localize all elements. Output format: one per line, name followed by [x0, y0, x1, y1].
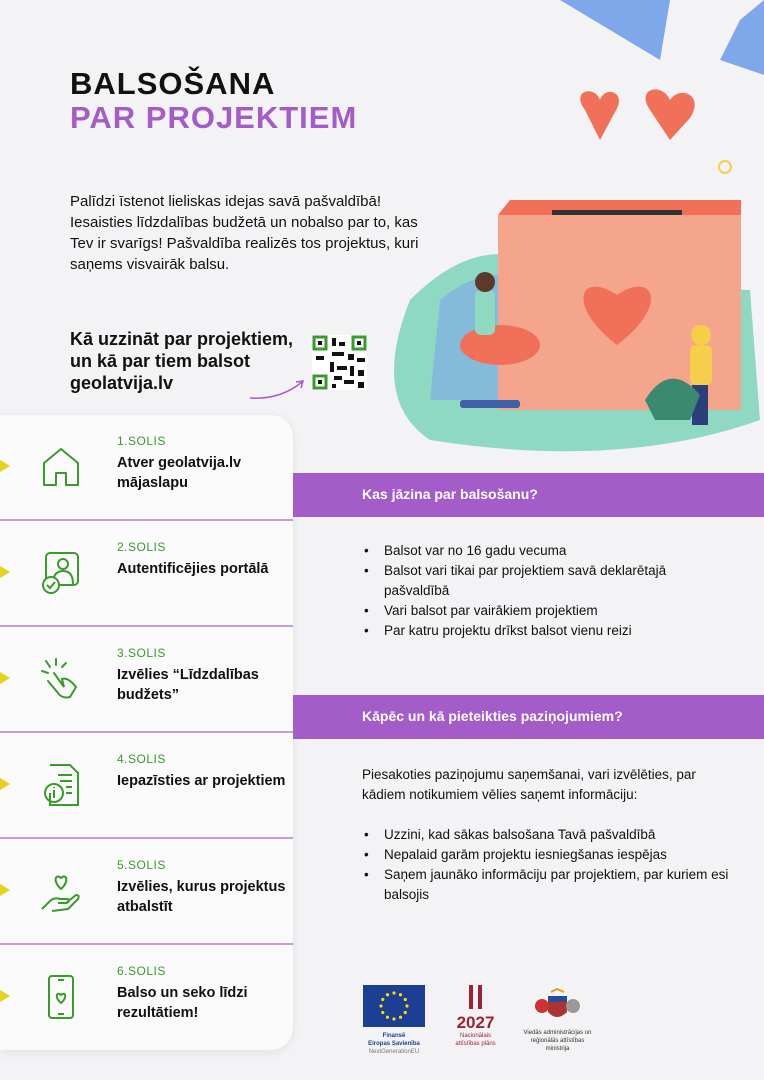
user-check-icon — [42, 552, 79, 594]
step-text: Autentificējies portālā — [117, 561, 269, 577]
eu-star — [403, 1010, 407, 1015]
bullet-item: Saņem jaunāko informāciju par projektiem… — [362, 865, 732, 905]
section2-intro: Piesakoties paziņojumu saņemšanai, vari … — [362, 767, 696, 802]
step-number: 3.SOLIS — [117, 646, 166, 660]
section2-header: Kāpēc un kā pieteikties paziņojumiem? — [293, 695, 764, 739]
arrow-marker-icon — [0, 561, 10, 583]
eu-star — [381, 997, 385, 1002]
bullet-item: Uzzini, kad sākas balsošana Tavā pašvald… — [362, 825, 732, 845]
varam-logo: Viedās administrācijas un reģionālās att… — [520, 987, 595, 1053]
coat-of-arms-icon — [535, 987, 580, 1017]
eu-star — [385, 993, 390, 997]
arrow-marker-icon — [0, 667, 10, 689]
bullet-item: Balsot var no 16 gadu vecuma — [362, 541, 732, 561]
ballot-illustration — [394, 0, 764, 452]
how-to-heading: Kā uzzināt par projektiem, un kā par tie… — [70, 329, 294, 393]
eu-star — [403, 997, 407, 1002]
arm-left — [560, 0, 670, 60]
eu-star — [385, 1015, 390, 1019]
step-number: 5.SOLIS — [117, 858, 166, 872]
step-1: 1.SOLIS Atver geolatvija.lv mājaslapu — [0, 415, 293, 521]
qr-code[interactable] — [240, 330, 375, 405]
step-text: Iepazīsties ar projektiem — [117, 773, 286, 789]
eu-logo: Finansē Eiropas Savienība NextGeneration… — [363, 985, 425, 1056]
arrow-marker-icon — [0, 455, 10, 477]
title-line1: BALSOŠANA — [70, 66, 276, 101]
step-text: Izvēlies, kurus projektus atbalstīt — [117, 879, 286, 915]
eu-star — [405, 1004, 409, 1008]
step-number: 4.SOLIS — [117, 752, 166, 766]
eu-flag-icon — [363, 985, 425, 1027]
intro-text: Palīdzi īstenot lieliskas idejas savā pa… — [70, 193, 419, 273]
eu-star — [392, 991, 396, 995]
step-number: 1.SOLIS — [117, 434, 166, 448]
step-text: Izvēlies “Līdzdalības budžets” — [117, 667, 259, 703]
arrow-marker-icon — [0, 879, 10, 901]
section2-bullets: Uzzini, kad sākas balsošana Tavā pašvald… — [362, 825, 732, 905]
step-number: 6.SOLIS — [117, 964, 166, 978]
heart-left-icon — [580, 91, 619, 140]
section1-header: Kas jāzina par balsošanu? — [293, 473, 764, 517]
heart-right-icon — [645, 89, 695, 140]
document-info-icon — [44, 764, 79, 806]
eu-star — [381, 1010, 385, 1015]
eu-star — [392, 1017, 396, 1021]
eu-star — [379, 1004, 383, 1008]
hand-heart-icon — [41, 875, 80, 912]
step-6: 6.SOLIS Balso un seko līdzi rezultātiem! — [0, 945, 293, 1051]
bullet-item: Balsot vari tikai par projektiem savā de… — [362, 561, 732, 601]
bullet-item: Nepalaid garām projektu iesniegšanas ies… — [362, 845, 732, 865]
title-line2: PAR PROJEKTIEM — [70, 100, 358, 135]
step-text: Balso un seko līdzi rezultātiem! — [117, 985, 248, 1021]
arrow-marker-icon — [0, 773, 10, 795]
step-4: 4.SOLIS Iepazīsties ar projektiem — [0, 733, 293, 839]
arm-right — [720, 0, 764, 75]
step-text: Atver geolatvija.lv mājaslapu — [117, 455, 242, 491]
steps-card: 1.SOLIS Atver geolatvija.lv mājaslapu 2.… — [0, 415, 293, 1050]
bullet-item: Par katru projektu drīkst balsot vienu r… — [362, 621, 732, 641]
nap-logo: 2027 Nacionālais attīstības plāns — [448, 985, 503, 1048]
sun-icon — [718, 160, 732, 174]
bullet-item: Vari balsot par vairākiem projektiem — [362, 601, 732, 621]
section1-bullets: Balsot var no 16 gadu vecuma Balsot vari… — [362, 541, 732, 641]
house-icon — [43, 448, 79, 486]
step-3: 3.SOLIS Izvēlies “Līdzdalības budžets” — [0, 627, 293, 733]
tap-hand-icon — [41, 658, 78, 699]
step-2: 2.SOLIS Autentificējies portālā — [0, 521, 293, 627]
nap-bars-icon — [468, 985, 482, 1009]
eu-star — [398, 1015, 403, 1019]
eu-star — [398, 993, 403, 997]
phone-heart-icon — [48, 975, 74, 1019]
heart-icon — [583, 286, 652, 345]
step-5: 5.SOLIS Izvēlies, kurus projektus atbals… — [0, 839, 293, 945]
step-number: 2.SOLIS — [117, 540, 166, 554]
arrow-marker-icon — [0, 985, 10, 1007]
